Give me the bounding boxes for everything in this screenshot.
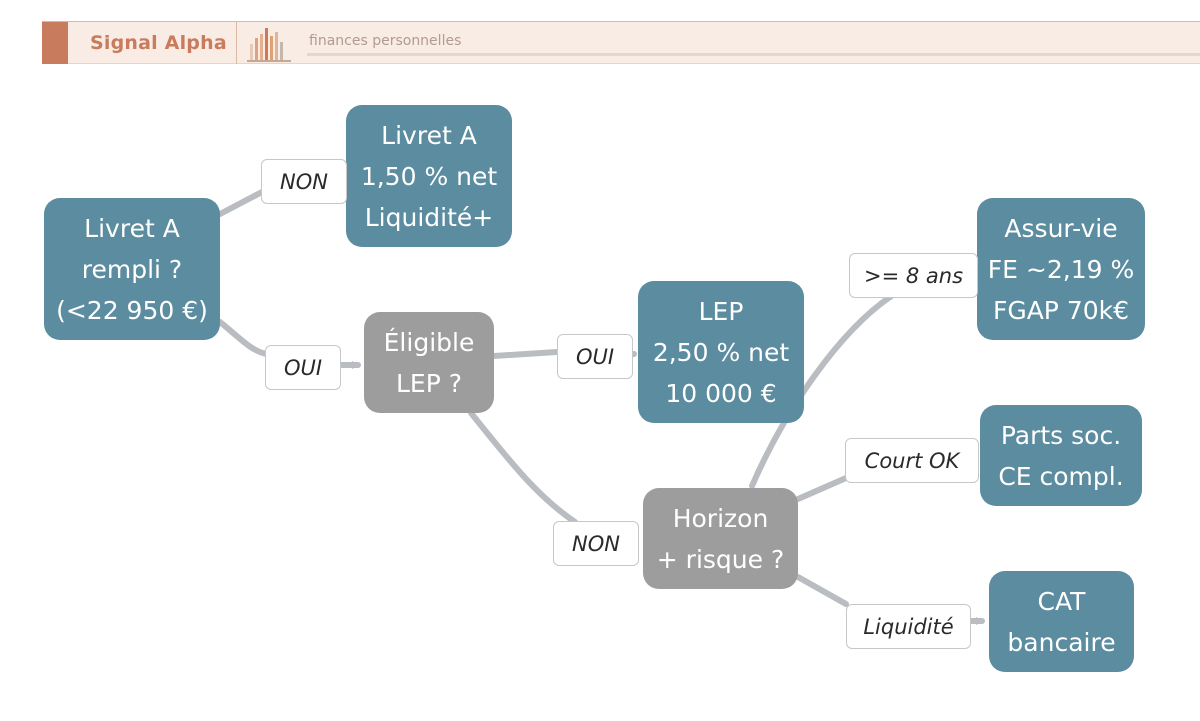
node-cat-line-1: CAT	[1037, 586, 1086, 616]
node-livret-a: Livret A 1,50 % net Liquidité+	[346, 105, 512, 247]
node-parts-soc: Parts soc. CE compl.	[980, 405, 1142, 506]
edge-label-oui-lep: OUI	[557, 334, 633, 379]
node-livret-rempli-line-1: Livret A	[84, 213, 180, 243]
bar-chart-logo-icon	[247, 28, 291, 62]
header-separator	[236, 22, 237, 64]
node-horizon-line-1: Horizon	[672, 503, 769, 533]
edge-label-court-ok: Court OK	[845, 438, 979, 483]
edge-rempli-to-eligible	[217, 319, 269, 357]
edge-eligible-to-oui2	[491, 349, 560, 359]
node-lep-line-1: LEP	[698, 296, 744, 326]
node-cat-bancaire: CAT bancaire	[989, 571, 1134, 672]
edge-label-non-livret: NON	[261, 159, 347, 204]
node-eligible-lep-line-2: LEP ?	[395, 368, 462, 398]
node-parts-soc-line-1: Parts soc.	[1000, 420, 1122, 450]
brand-title: Signal Alpha	[90, 32, 227, 54]
edge-label-non-horizon: NON	[553, 521, 639, 566]
header-accent-block	[42, 22, 68, 64]
node-lep-line-2: 2,50 % net	[652, 337, 790, 367]
node-lep: LEP 2,50 % net 10 000 €	[638, 281, 804, 423]
header-rule	[307, 53, 1200, 56]
node-assur-vie: Assur-vie FE ~2,19 % FGAP 70k€	[977, 198, 1145, 340]
node-horizon-risque: Horizon + risque ?	[643, 488, 798, 589]
node-livret-rempli-line-3: (<22 950 €)	[56, 295, 208, 325]
node-livret-a-line-3: Liquidité+	[364, 202, 494, 232]
node-parts-soc-line-2: CE compl.	[998, 461, 1124, 491]
node-livret-rempli: Livret A rempli ? (<22 950 €)	[44, 198, 220, 340]
node-livret-a-line-2: 1,50 % net	[360, 161, 498, 191]
edge-horizon-to-court-ok	[795, 475, 849, 502]
node-cat-line-2: bancaire	[1007, 627, 1116, 657]
header-tagline: finances personnelles	[309, 33, 462, 49]
node-horizon-line-2: + risque ?	[656, 544, 785, 574]
edge-label-ge-8-ans: >= 8 ans	[849, 253, 978, 298]
node-assur-vie-line-2: FE ~2,19 %	[987, 254, 1135, 284]
node-eligible-lep-line-1: Éligible	[383, 327, 475, 357]
node-eligible-lep: Éligible LEP ?	[364, 312, 494, 413]
edge-horizon-to-assur-vie	[749, 292, 896, 489]
node-lep-line-3: 10 000 €	[665, 378, 777, 408]
node-livret-rempli-line-2: rempli ?	[81, 254, 183, 284]
node-assur-vie-line-3: FGAP 70k€	[992, 295, 1130, 325]
edge-horizon-to-liquidite	[795, 574, 849, 607]
edge-label-liquidite: Liquidité	[846, 604, 971, 649]
edge-label-oui-eligible: OUI	[265, 345, 341, 390]
node-livret-a-line-1: Livret A	[381, 120, 477, 150]
app-header: Signal Alpha finances personnelles	[42, 21, 1200, 64]
edge-eligible-to-horizon	[468, 410, 578, 525]
node-assur-vie-line-1: Assur-vie	[1004, 213, 1118, 243]
edge-rempli-to-livret-a	[217, 189, 265, 217]
